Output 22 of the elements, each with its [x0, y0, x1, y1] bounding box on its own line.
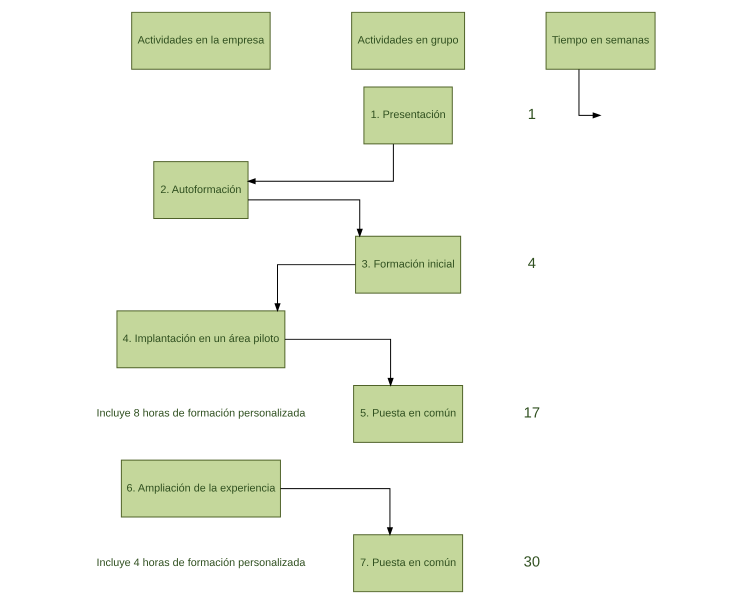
node-label: Incluye 4 horas de formación personalizada [96, 556, 306, 569]
label: 1 [528, 106, 536, 123]
label: 30 [524, 554, 540, 571]
node-box: 1. Presentación [363, 86, 453, 144]
label: 4 [528, 256, 536, 272]
node-label: Incluye 8 horas de formación personalizada [96, 408, 306, 420]
node-box: 2. Autoformación [153, 161, 249, 220]
arrow [274, 264, 356, 312]
node-box: Actividades en grupo [351, 12, 466, 70]
node-box: Actividades en la empresa [131, 12, 271, 70]
node-box: 3. Formación inicial [355, 236, 462, 294]
label: 17 [524, 405, 540, 422]
arrow [578, 68, 602, 119]
node-box: Tiempo en semanas [546, 12, 656, 70]
arrow [284, 338, 394, 387]
arrow [280, 488, 394, 536]
arrow [248, 199, 363, 238]
node-box: 5. Puesta en común [353, 384, 464, 443]
node-box: 6. Ampliación de la experiencia [120, 460, 281, 518]
node-box: 7. Puesta en común [353, 534, 464, 592]
arrow [246, 144, 394, 184]
node-box: 4. Implantación en un área piloto [116, 310, 286, 368]
